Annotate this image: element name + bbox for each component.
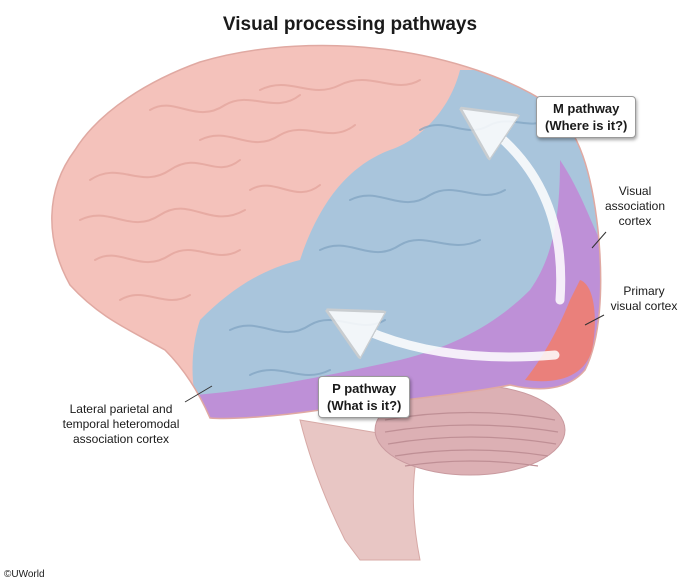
gyri-pattern [79, 79, 421, 301]
visual-association-label: Visual association cortex [604, 184, 666, 228]
lateral-parietal-label: Lateral parietal and temporal heteromoda… [62, 402, 180, 446]
m-pathway-title: M pathway [552, 101, 620, 116]
cortex-outline [51, 44, 602, 420]
primary-visual-label: Primary visual cortex [610, 284, 678, 313]
p-pathway-title: P pathway [332, 381, 397, 396]
copyright-notice: ©UWorld [4, 569, 45, 580]
p-pathway-callout: P pathway (What is it?) [318, 376, 411, 418]
p-pathway-arrow [345, 320, 560, 362]
leader-lateral-parietal [184, 385, 213, 403]
p-pathway-question: (What is it?) [327, 398, 402, 413]
m-pathway-arrow [478, 120, 566, 305]
leader-visual-association [591, 231, 607, 249]
page-title: Visual processing pathways [222, 14, 478, 35]
brainstem [299, 419, 421, 561]
m-pathway-question: (Where is it?) [545, 118, 628, 133]
m-pathway-callout: M pathway (Where is it?) [536, 96, 637, 138]
leader-primary-visual [584, 314, 605, 326]
